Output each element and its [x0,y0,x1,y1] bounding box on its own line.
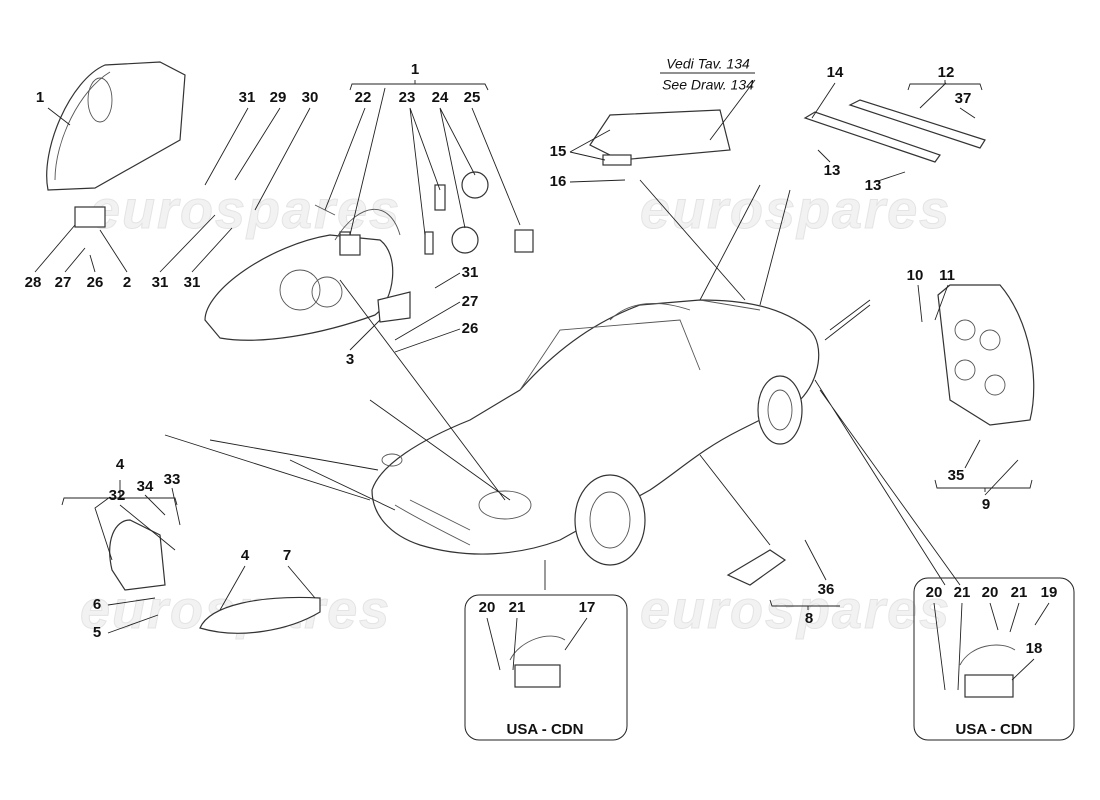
reference-note-en: See Draw. 134 [662,77,754,93]
callout-number: 31 [184,274,201,291]
callout-number: 36 [818,581,835,598]
callout-number: 25 [464,89,481,106]
callout-number: 26 [87,274,104,291]
reference-note-it: Vedi Tav. 134 [666,56,750,72]
callout-number: 21 [954,584,971,601]
callout-number: 29 [270,89,287,106]
callout-number: 5 [93,624,101,641]
callout-number: 20 [982,584,999,601]
headlight-assembly-side [46,61,186,228]
callout-number: 13 [865,177,882,194]
callout-number: 37 [955,90,972,107]
car-convertible [371,299,820,566]
callout-number: 1 [36,89,44,106]
callout-number: 31 [239,89,256,106]
callout-number: 15 [550,143,567,160]
callout-number: 9 [982,496,990,513]
callout-number: 7 [283,547,291,564]
inset-label: USA - CDN [956,721,1033,738]
group-brackets [61,72,1033,610]
callout-number: 13 [824,162,841,179]
watermark: eurospares [640,180,951,240]
callout-number: 1 [411,61,419,78]
callout-number: 27 [462,293,479,310]
callout-number: 28 [25,274,42,291]
callout-number: 16 [550,173,567,190]
third-brake-light [803,99,986,163]
callout-number: 11 [939,267,955,284]
callout-number: 32 [109,487,126,504]
callout-number: 2 [123,274,131,291]
callout-number: 18 [1026,640,1043,657]
callout-number: 23 [399,89,416,106]
callout-number: 4 [116,456,125,473]
callout-number: 31 [152,274,169,291]
headlight-assembly-main [204,171,534,341]
callout-number: 34 [137,478,154,495]
callout-number: 19 [1041,584,1058,601]
callout-number: 30 [302,89,319,106]
callout-number: 12 [938,64,955,81]
callout-number: 27 [55,274,72,291]
tail-light [937,284,1035,426]
callout-number: 6 [93,596,101,613]
callout-number: 35 [948,467,965,484]
callout-number: 22 [355,89,372,106]
callout-number: 21 [509,599,526,616]
callout-number: 3 [346,351,354,368]
leader-lines [34,79,1050,691]
inset-usa-cdn-front [464,594,628,741]
watermark: eurospares [640,580,951,640]
callout-number: 20 [926,584,943,601]
callout-number: 26 [462,320,479,337]
callout-number: 31 [462,264,479,281]
callout-number: 8 [805,610,813,627]
callout-number: 20 [479,599,496,616]
callout-number: 4 [241,547,250,564]
callout-number: 17 [579,599,596,616]
callout-number: 24 [432,89,449,106]
callout-number: 10 [907,267,924,284]
inset-usa-cdn-rear [913,577,1075,741]
inset-label: USA - CDN [507,721,584,738]
front-side-marker [109,519,787,634]
callout-number: 21 [1011,584,1028,601]
interior-light [589,109,731,166]
watermark: eurospares [90,180,401,240]
callout-number: 33 [164,471,181,488]
callout-number: 14 [827,64,844,81]
